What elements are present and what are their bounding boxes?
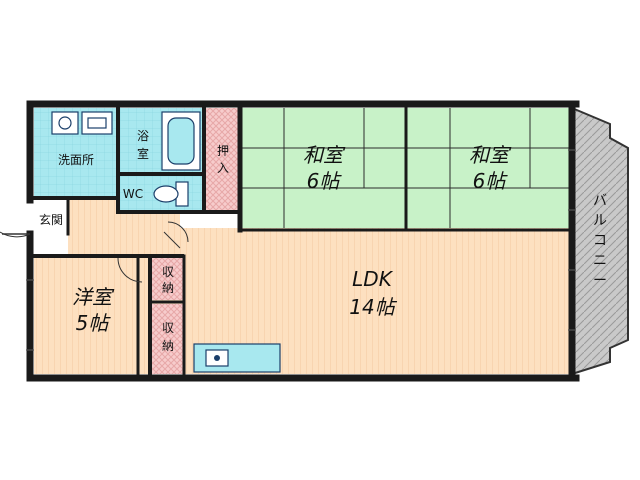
washitsu-1-floor xyxy=(240,108,406,228)
bathtub xyxy=(161,111,201,171)
balcony-label-char: ル xyxy=(593,213,607,229)
balcony-label: バ ル コ ニ ー xyxy=(593,193,607,289)
storage-2-label-top: 収 xyxy=(162,321,174,335)
washitsu-2-size: 6帖 xyxy=(473,169,509,193)
washitsu-1-name: 和室 xyxy=(303,143,346,167)
walls xyxy=(26,100,580,382)
oshiire-floor xyxy=(206,108,240,212)
tatami-grid-1 xyxy=(240,108,406,228)
youshitsu-name: 洋室 xyxy=(72,285,115,309)
washroom-label: 洗面所 xyxy=(58,153,94,167)
wc-label: WC xyxy=(123,187,143,201)
ldk-size: 14帖 xyxy=(349,295,397,319)
balcony-label-char: ニ xyxy=(593,253,607,269)
windows xyxy=(26,149,576,351)
balcony-label-char: バ xyxy=(593,193,607,209)
storage-2-floor xyxy=(152,304,184,374)
kitchen-counter xyxy=(193,343,281,373)
entrance-label: 玄関 xyxy=(39,212,63,227)
bath-label-top: 浴 xyxy=(137,129,149,143)
interior-doors xyxy=(117,221,189,283)
oshiire-label-top: 押 xyxy=(217,144,229,158)
youshitsu-floor xyxy=(34,258,138,374)
washitsu-2-name: 和室 xyxy=(469,143,512,167)
bath-label-bottom: 室 xyxy=(137,146,149,161)
youshitsu-size: 5帖 xyxy=(76,311,112,335)
washitsu-1-size: 6帖 xyxy=(307,169,343,193)
toilet xyxy=(153,181,189,207)
balcony-area xyxy=(571,106,629,376)
balcony-label-char: ー xyxy=(593,273,607,289)
tatami-grid-2 xyxy=(406,108,572,228)
entrance-door xyxy=(0,231,31,238)
entrance-floor xyxy=(34,200,68,234)
washroom-fixtures xyxy=(51,111,113,135)
storage-1-label-bottom: 納 xyxy=(162,281,174,295)
storage-1-floor xyxy=(152,258,184,300)
ldk-name: LDK xyxy=(352,267,394,291)
washitsu-2-floor xyxy=(406,108,572,228)
storage-1-label-top: 収 xyxy=(162,265,174,279)
balcony-label-char: コ xyxy=(593,233,607,249)
oshiire-label-bottom: 入 xyxy=(217,161,229,175)
storage-2-label-bottom: 納 xyxy=(162,339,174,353)
